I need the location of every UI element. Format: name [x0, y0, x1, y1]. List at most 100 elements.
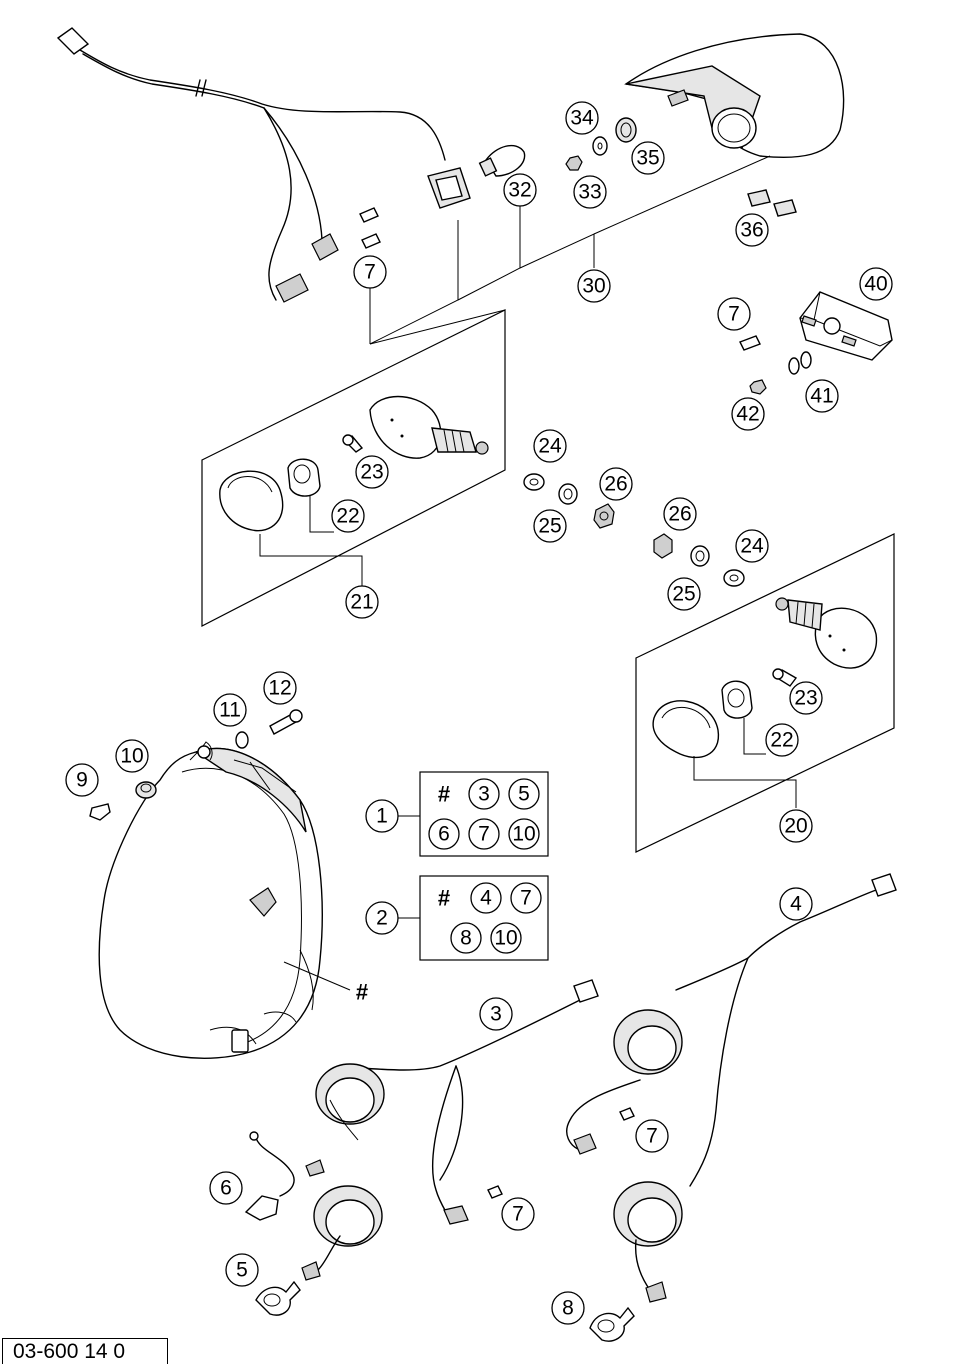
svg-text:7: 7: [478, 823, 490, 846]
callout-6-label: 6: [220, 1177, 232, 1200]
svg-text:5: 5: [518, 783, 530, 806]
svg-text:6: 6: [438, 823, 450, 846]
headlight-hardware: [89, 709, 303, 821]
callout-24: 24: [533, 429, 567, 463]
callout-6: 6: [209, 1171, 243, 1205]
headlight-assembly: [98, 741, 351, 1059]
callout-25-label: 25: [538, 515, 561, 538]
callout-12-label: 12: [268, 677, 291, 700]
callout-25: 25: [667, 577, 701, 611]
callout-4-label: 4: [790, 893, 802, 916]
turn-signal-assembly-21: [201, 309, 506, 627]
callout-21: 21: [345, 585, 379, 619]
callout-11: 11: [213, 693, 247, 727]
callout-20-label: 20: [784, 815, 807, 838]
callout-36: 36: [735, 213, 769, 247]
callout-1: 1: [365, 799, 399, 833]
tail-bulb: [478, 144, 526, 177]
kit-2-item: 7: [510, 882, 542, 914]
callout-23: 23: [789, 681, 823, 715]
headlight-hash-label: #: [356, 980, 368, 1005]
callout-10-label: 10: [120, 745, 143, 768]
callout-7-label: 7: [364, 261, 376, 284]
svg-text:7: 7: [520, 887, 532, 910]
callout-34-label: 34: [570, 107, 594, 130]
callout-26: 26: [599, 467, 633, 501]
tail-leader-lines: [369, 155, 771, 345]
callout-41-label: 41: [810, 385, 833, 408]
callout-32-label: 32: [508, 179, 531, 202]
callout-3: 3: [479, 997, 513, 1031]
kit-box-1: [398, 771, 549, 857]
svg-text:4: 4: [480, 887, 492, 910]
callout-23-label: 23: [794, 687, 817, 710]
callout-42: 42: [731, 397, 765, 431]
callout-5: 5: [225, 1253, 259, 1287]
kit-2-item: 4: [470, 882, 502, 914]
callout-12: 12: [263, 671, 297, 705]
svg-text:10: 10: [512, 823, 535, 846]
kit-2-item: 8: [450, 922, 482, 954]
callout-8: 8: [551, 1291, 585, 1325]
callout-23-label: 23: [360, 461, 383, 484]
adhesive-pads: [747, 189, 797, 217]
callout-22-label: 22: [336, 505, 359, 528]
callout-25-label: 25: [672, 583, 695, 606]
callout-2-label: 2: [376, 907, 388, 930]
callout-26: 26: [663, 497, 697, 531]
svg-text:8: 8: [460, 927, 472, 950]
callout-4: 4: [779, 887, 813, 921]
callout-32: 32: [503, 173, 537, 207]
callout-40: 40: [859, 267, 893, 301]
callout-33-label: 33: [578, 181, 601, 204]
callout-5-label: 5: [236, 1259, 248, 1282]
callout-1-label: 1: [376, 805, 388, 828]
callout-26-label: 26: [604, 473, 627, 496]
callout-33: 33: [573, 175, 607, 209]
callout-10: 10: [115, 739, 149, 773]
callout-26-label: 26: [668, 503, 691, 526]
kit-2-hash: #: [438, 886, 450, 911]
callout-23: 23: [355, 455, 389, 489]
callout-7: 7: [717, 297, 751, 331]
svg-text:3: 3: [478, 783, 490, 806]
callout-7-label: 7: [728, 303, 740, 326]
callout-8-label: 8: [562, 1297, 574, 1320]
callout-20: 20: [779, 809, 813, 843]
callout-9: 9: [65, 763, 99, 797]
mounting-hardware-right: [653, 533, 745, 587]
tail-wiring-harness: [56, 27, 471, 303]
kit-2-item: 10: [490, 922, 522, 954]
callout-9-label: 9: [76, 769, 88, 792]
callout-7-label: 7: [512, 1203, 524, 1226]
callout-2: 2: [365, 901, 399, 935]
callout-22-label: 22: [770, 729, 793, 752]
mounting-hardware-left: [523, 473, 615, 529]
callout-35: 35: [631, 141, 665, 175]
tail-light-housing: [624, 33, 845, 159]
callout-35-label: 35: [636, 147, 659, 170]
kit-1-item: 10: [508, 818, 540, 850]
callout-36-label: 36: [740, 219, 763, 242]
turn-signal-assembly-20: [635, 533, 895, 853]
callout-21-label: 21: [350, 591, 373, 614]
callout-7: 7: [501, 1197, 535, 1231]
callout-41: 41: [805, 379, 839, 413]
kit-box-2: [398, 875, 549, 961]
kit-1-item: 3: [468, 778, 500, 810]
callout-11-label: 11: [219, 699, 241, 722]
callout-30: 30: [577, 269, 611, 303]
tail-hardware: [565, 117, 637, 171]
callout-24: 24: [735, 529, 769, 563]
callout-7-label: 7: [646, 1125, 658, 1148]
kit-1-item: 6: [428, 818, 460, 850]
kit-1-item: 5: [508, 778, 540, 810]
callout-22: 22: [331, 499, 365, 533]
callout-25: 25: [533, 509, 567, 543]
kit-1-hash: #: [438, 782, 450, 807]
callout-30-label: 30: [582, 275, 605, 298]
callout-24-label: 24: [740, 535, 764, 558]
license-plate-light: [739, 291, 893, 395]
callout-40-label: 40: [864, 273, 887, 296]
